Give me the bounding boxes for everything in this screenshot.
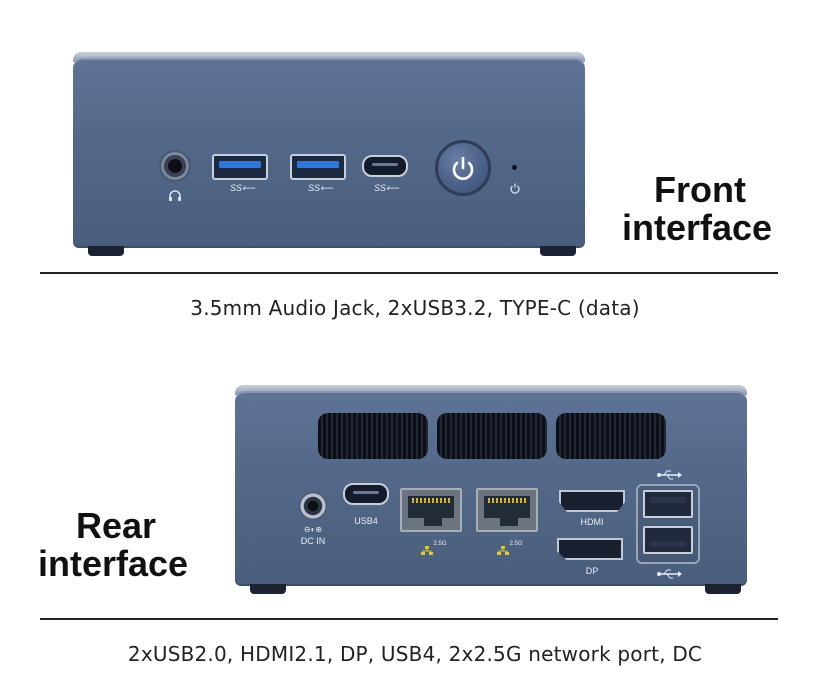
vent-right [556, 413, 666, 459]
dp-label: DP [585, 566, 599, 576]
power-led [512, 165, 517, 170]
rear-caption: 2xUSB2.0, HDMI2.1, DP, USB4, 2x2.5G netw… [127, 642, 703, 666]
lan-port-2 [476, 488, 538, 532]
vent-left [318, 413, 428, 459]
power-icon [452, 156, 474, 180]
hdmi-port [559, 490, 625, 512]
front-device-top-edge [73, 52, 585, 62]
rear-device-foot-right [705, 584, 741, 594]
rear-device-foot-left [250, 584, 286, 594]
rear-heading-line1: Rear [76, 505, 157, 546]
front-heading-line2: interface [622, 207, 773, 248]
front-caption: 3.5mm Audio Jack, 2xUSB3.2, TYPE-C (data… [190, 296, 640, 320]
led-power-icon [509, 181, 521, 199]
lan-2-speed-label: 2.5G [509, 541, 523, 547]
rear-heading-line2: interface [38, 543, 189, 584]
front-device-foot-left [88, 246, 124, 256]
vent-center [437, 413, 547, 459]
displayport-port [557, 538, 623, 560]
usb-c-port [362, 155, 408, 177]
usb-ss-mark-2: SS⟵ [308, 183, 333, 193]
network-icon [497, 543, 509, 561]
usb-a-port-1 [212, 154, 268, 180]
usb4-port [343, 483, 389, 505]
usb-icon [656, 467, 682, 485]
front-heading-line1: Front [654, 169, 746, 210]
dc-polarity-label: ⊖◐⊕ [303, 525, 323, 534]
usb2-port-1 [643, 490, 693, 518]
rear-device-top-edge [235, 385, 747, 395]
dc-in-label: DC IN [300, 536, 326, 546]
rear-divider [40, 618, 778, 620]
usb4-label: USB4 [354, 516, 378, 526]
front-divider [40, 272, 778, 274]
lan-port-1 [400, 488, 462, 532]
lan-1-speed-label: 2.5G [433, 541, 447, 547]
dc-jack [299, 492, 327, 520]
usb2-port-2 [643, 526, 693, 554]
front-device-body [73, 58, 585, 248]
front-device-foot-right [540, 246, 576, 256]
usb-c-ss-mark: SS⟵ [374, 183, 399, 193]
power-button [435, 140, 491, 196]
network-icon [421, 543, 433, 561]
usb-icon [656, 566, 682, 584]
audio-jack [159, 150, 191, 182]
usb-a-port-2 [290, 154, 346, 180]
hdmi-label: HDMI [580, 517, 604, 527]
usb-ss-mark-1: SS⟵ [230, 183, 255, 193]
headphone-icon [168, 190, 182, 206]
